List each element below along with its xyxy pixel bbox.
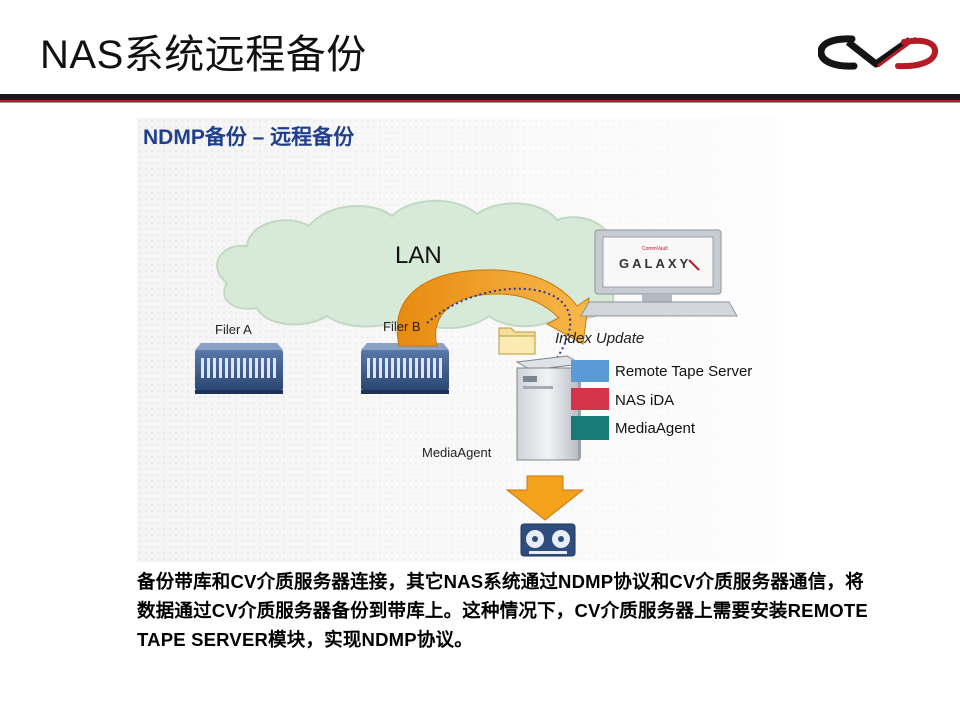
- galaxy-console-icon: [580, 229, 738, 317]
- commvault-logo: [818, 35, 938, 70]
- nas-ida-block: [571, 388, 609, 410]
- description-paragraph: 备份带库和CV介质服务器连接，其它NAS系统通过NDMP协议和CV介质服务器通信…: [137, 571, 868, 650]
- lan-label: LAN: [395, 242, 442, 269]
- tape-library-icon: [520, 523, 576, 557]
- title-divider: [0, 94, 960, 100]
- index-update-label: Index Update: [555, 330, 645, 347]
- component-stack: [571, 360, 609, 440]
- folder-icon: [498, 327, 536, 355]
- slide-title: NAS系统远程备份: [40, 33, 367, 77]
- diagram-title: NDMP备份 – 远程备份: [143, 126, 355, 149]
- galaxy-brand-label: GALAXY: [619, 256, 692, 271]
- filer-a-icon: [195, 343, 283, 394]
- media-agent-component-label: MediaAgent: [615, 420, 696, 437]
- remote-tape-server-label: Remote Tape Server: [615, 363, 753, 380]
- data-flow-arrow: [396, 269, 590, 347]
- filer-b-label: Filer B: [383, 319, 421, 334]
- ndmp-diagram: NDMP备份 – 远程备份 LAN Filer A Filer B Index …: [137, 118, 777, 562]
- media-agent-block: [571, 416, 609, 440]
- filer-a-label: Filer A: [215, 322, 252, 337]
- remote-tape-server-block: [571, 360, 609, 382]
- media-agent-label: MediaAgent: [422, 445, 492, 460]
- title-divider-shadow: [0, 102, 960, 103]
- filer-b-icon: [361, 343, 449, 394]
- down-arrow-icon: [505, 475, 585, 521]
- media-agent-server-icon: [515, 355, 583, 461]
- nas-ida-label: NAS iDA: [615, 392, 675, 409]
- galaxy-brand-small: CommVault: [642, 246, 668, 252]
- title-divider-accent: [0, 100, 960, 102]
